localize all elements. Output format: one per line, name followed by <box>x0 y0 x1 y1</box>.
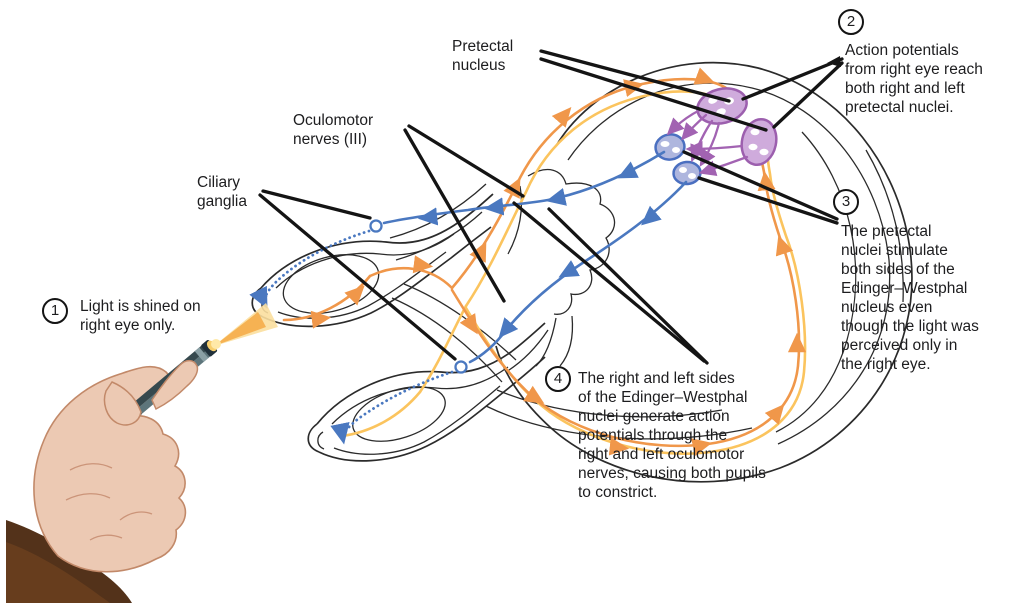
gloved-hand <box>33 365 187 573</box>
leader-lines <box>258 49 844 365</box>
oculomotor-nerve-to-right-eye <box>249 150 666 310</box>
leader-pretectal-1 <box>539 49 731 103</box>
leader-pretectal-2 <box>539 57 768 132</box>
orange-arrowheads <box>310 67 807 456</box>
leader-step2-2 <box>772 61 844 129</box>
light-beam <box>211 303 278 349</box>
leader-step4-2 <box>547 207 709 365</box>
leader-oculomotor-1 <box>407 124 525 198</box>
leader-step3-2 <box>697 176 839 225</box>
step-4-badge: 4 <box>545 366 571 392</box>
left-eye-cornea <box>307 423 320 453</box>
leader-ciliary-1 <box>261 189 372 220</box>
ciliary-ganglion-right <box>369 219 383 233</box>
step-3-badge: 3 <box>833 189 859 215</box>
glove-creases <box>65 463 153 541</box>
right-eye <box>251 193 494 328</box>
leader-step3-1 <box>682 150 839 221</box>
ew-nucleus-right <box>654 133 686 161</box>
leader-ciliary-2 <box>258 193 457 361</box>
leader-step2-arrowhead <box>827 56 841 67</box>
hand-with-penlight <box>6 303 278 603</box>
thumb <box>103 381 142 426</box>
step-1-badge: 1 <box>42 298 68 324</box>
leader-step2-1 <box>741 57 844 101</box>
index-finger <box>151 359 199 411</box>
left-eye <box>307 322 546 462</box>
leader-oculomotor-2 <box>403 128 506 303</box>
oculomotor-nerve-to-left-eye <box>330 180 688 445</box>
step-2-badge: 2 <box>838 9 864 35</box>
ciliary-ganglion-left <box>454 360 468 374</box>
edinger-westphal-nuclei <box>654 133 702 186</box>
leader-step4-1 <box>512 201 706 363</box>
